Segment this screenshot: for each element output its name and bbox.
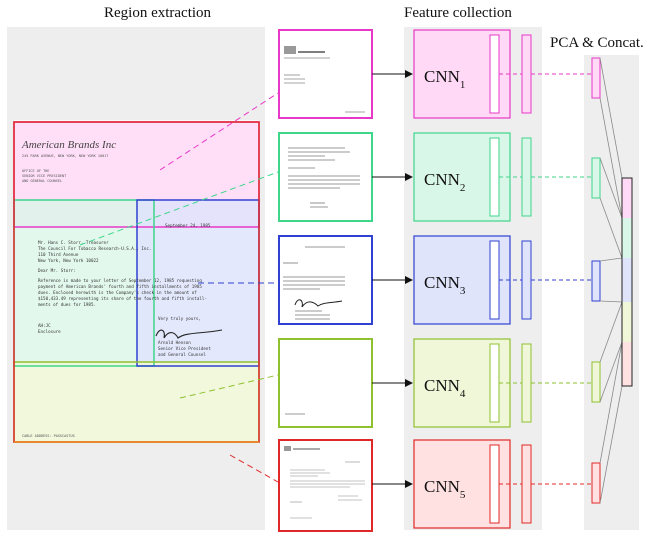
document-letter: American Brands Inc 245 PARK AVENUE, NEW… xyxy=(21,139,223,438)
pca-vector-1 xyxy=(591,57,601,99)
letter-body-line: ments of dues for 1985. xyxy=(38,302,96,307)
letter-body-line: $150,433.49 representing its share of th… xyxy=(38,296,207,301)
office-of: OFFICE OF THE xyxy=(22,169,49,173)
cnn-3-label: CNN3 xyxy=(424,273,466,297)
letterhead-address: 245 PARK AVENUE, NEW YORK, NEW YORK 1001… xyxy=(22,154,108,158)
letterhead-logo: American Brands Inc xyxy=(21,139,116,151)
concat-line xyxy=(599,341,623,403)
concat-line xyxy=(599,300,623,303)
crop-2-frame xyxy=(278,132,373,222)
crop-3-signature xyxy=(294,299,343,308)
concat-line xyxy=(599,97,623,219)
connector-region-4 xyxy=(179,374,279,399)
feature-vector-2 xyxy=(521,137,532,217)
cnn-5-feature-bar xyxy=(489,444,500,524)
concat-segment-5 xyxy=(622,342,632,386)
office-title-1: SENIOR VICE PRESIDENT xyxy=(22,174,67,178)
crop-1-logo xyxy=(284,46,296,54)
letter-date: September 24, 1985 xyxy=(165,223,211,228)
cnn-1-feature-bar xyxy=(489,34,500,114)
title-feature-collection: Feature collection xyxy=(404,5,512,21)
region-2-fill xyxy=(14,200,154,366)
letter-city: New York, New York 10022 xyxy=(38,258,99,263)
crop-5 xyxy=(278,439,373,532)
pca-vector-3 xyxy=(591,260,601,302)
crop-3 xyxy=(278,235,373,325)
pca-vector-2 xyxy=(591,157,601,199)
feature-vector-4 xyxy=(521,343,532,423)
concat-vector xyxy=(621,177,633,387)
letter-signer: Arnold Henson xyxy=(158,340,191,345)
pca-vector-5 xyxy=(591,462,601,504)
signature-scribble xyxy=(155,329,223,339)
connector-region-1 xyxy=(159,92,279,171)
letter-signer-title-2: and General Counsel xyxy=(158,352,206,357)
feature-vector-3 xyxy=(521,240,532,320)
crop-3-frame xyxy=(278,235,373,325)
letter-signer-title-1: Senior Vice President xyxy=(158,346,211,351)
letter-initials: AH:JC xyxy=(38,323,51,328)
letter-body-line: dues. Enclosed herewith is the Company's… xyxy=(38,290,197,295)
cnn-1-label: CNN1 xyxy=(424,67,465,91)
concat-segment-3 xyxy=(622,258,632,302)
letter-enclosure: Enclosure xyxy=(38,329,61,334)
pca-vector-4 xyxy=(591,361,601,403)
crop-5-logo xyxy=(284,446,291,451)
concat-line xyxy=(599,197,623,259)
concat-vector-border xyxy=(621,177,633,387)
cnn-4-label: CNN4 xyxy=(424,376,466,400)
cnn-2-feature-bar xyxy=(489,137,500,217)
crop-1-frame xyxy=(278,29,373,119)
region-4-fill xyxy=(14,362,259,442)
crop-4 xyxy=(278,338,373,428)
concat-line xyxy=(599,341,623,464)
letter-recipient-org: The Council For Tobacco Research-U.S.A.,… xyxy=(38,246,151,251)
cnn-3-feature-bar xyxy=(489,240,500,320)
letter-recipient: Mr. Hans C. Storr, Treasurer xyxy=(38,240,109,245)
connector-region-5 xyxy=(229,454,279,483)
feature-vector-5 xyxy=(521,444,532,524)
concat-line xyxy=(599,57,623,179)
crop-4-frame xyxy=(278,338,373,428)
letter-salutation: Dear Mr. Storr: xyxy=(38,268,76,273)
concat-segment-1 xyxy=(622,178,632,218)
cnn-5-label: CNN5 xyxy=(424,477,466,501)
concat-line xyxy=(599,301,623,363)
crop-5-frame xyxy=(278,439,373,532)
concat-line xyxy=(599,157,623,219)
concat-line xyxy=(599,257,623,262)
concat-segment-4 xyxy=(622,302,632,342)
cnn-2-label: CNN2 xyxy=(424,170,465,194)
title-region-extraction: Region extraction xyxy=(104,5,212,21)
letter-street: 110 Third Avenue xyxy=(38,252,79,257)
crop-2 xyxy=(278,132,373,222)
concat-segment-2 xyxy=(622,218,632,258)
concat-line xyxy=(599,385,623,504)
letter-body-line: Reference is made to your letter of Sept… xyxy=(38,278,202,283)
letter-body-line: payment of American Brands' fourth and f… xyxy=(38,284,202,289)
crop-1 xyxy=(278,29,373,119)
letter-closing: Very truly yours, xyxy=(158,316,201,321)
title-pca-concat: PCA & Concat. xyxy=(550,35,644,51)
feature-vector-1 xyxy=(521,34,532,114)
cable-address: CABLE ADDRESS: PASSCASTUS xyxy=(22,434,75,438)
cnn-4-feature-bar xyxy=(489,343,500,423)
office-title-2: AND GENERAL COUNSEL xyxy=(22,179,62,183)
concat-lines xyxy=(599,57,623,504)
connector-region-2 xyxy=(79,171,279,246)
